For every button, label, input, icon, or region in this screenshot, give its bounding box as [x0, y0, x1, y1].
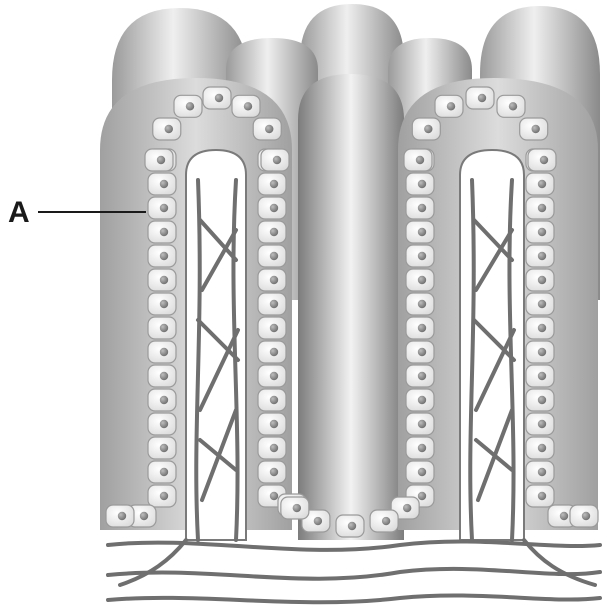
cell-nucleus: [160, 204, 168, 212]
cell-nucleus: [270, 324, 278, 332]
cell-nucleus: [160, 252, 168, 260]
cell-nucleus: [160, 420, 168, 428]
cell-nucleus: [270, 204, 278, 212]
cell-nucleus: [165, 125, 173, 133]
cell-nucleus: [160, 276, 168, 284]
central-villus: [298, 74, 404, 540]
cell-nucleus: [348, 522, 356, 530]
cell-nucleus: [293, 504, 301, 512]
cell-nucleus: [418, 468, 426, 476]
cell-nucleus: [509, 102, 517, 110]
cell-nucleus: [160, 468, 168, 476]
cell-nucleus: [403, 504, 411, 512]
cell-nucleus: [418, 420, 426, 428]
submucosa-vessel: [108, 595, 600, 602]
cell-nucleus: [538, 300, 546, 308]
cell-nucleus: [418, 348, 426, 356]
cell-nucleus: [538, 492, 546, 500]
cell-nucleus: [186, 102, 194, 110]
cell-nucleus: [244, 102, 252, 110]
cell-nucleus: [538, 468, 546, 476]
cell-nucleus: [531, 125, 539, 133]
cell-nucleus: [270, 276, 278, 284]
cell-nucleus: [118, 512, 126, 520]
cell-nucleus: [140, 512, 148, 520]
cell-nucleus: [538, 204, 546, 212]
cell-nucleus: [418, 228, 426, 236]
cell-nucleus: [560, 512, 568, 520]
cell-nucleus: [160, 180, 168, 188]
cell-nucleus: [424, 125, 432, 133]
cell-nucleus: [418, 180, 426, 188]
cell-nucleus: [418, 300, 426, 308]
cell-nucleus: [160, 348, 168, 356]
cell-nucleus: [270, 420, 278, 428]
submucosa-vessel: [108, 569, 600, 579]
cell-nucleus: [538, 396, 546, 404]
cell-nucleus: [160, 444, 168, 452]
cell-nucleus: [270, 492, 278, 500]
cell-nucleus: [418, 252, 426, 260]
cell-nucleus: [314, 517, 322, 525]
cell-nucleus: [418, 276, 426, 284]
cell-nucleus: [538, 276, 546, 284]
cell-nucleus: [538, 444, 546, 452]
cell-nucleus: [538, 228, 546, 236]
cell-nucleus: [270, 300, 278, 308]
cell-nucleus: [215, 94, 223, 102]
cell-nucleus: [538, 180, 546, 188]
cell-nucleus: [538, 372, 546, 380]
cell-nucleus: [270, 444, 278, 452]
cell-nucleus: [418, 492, 426, 500]
cell-nucleus: [416, 156, 424, 164]
cell-nucleus: [160, 300, 168, 308]
cell-nucleus: [265, 125, 273, 133]
cell-nucleus: [418, 204, 426, 212]
cell-nucleus: [160, 228, 168, 236]
cell-nucleus: [418, 324, 426, 332]
cell-nucleus: [538, 252, 546, 260]
cell-nucleus: [382, 517, 390, 525]
cell-nucleus: [160, 324, 168, 332]
cell-nucleus: [273, 156, 281, 164]
cell-nucleus: [160, 492, 168, 500]
label-a: A: [8, 196, 30, 230]
cell-nucleus: [270, 372, 278, 380]
cell-nucleus: [418, 372, 426, 380]
cell-nucleus: [270, 396, 278, 404]
cell-nucleus: [540, 156, 548, 164]
cell-nucleus: [447, 102, 455, 110]
cell-nucleus: [538, 348, 546, 356]
cell-nucleus: [270, 180, 278, 188]
cell-nucleus: [160, 372, 168, 380]
cell-nucleus: [582, 512, 590, 520]
cell-nucleus: [538, 324, 546, 332]
cell-nucleus: [538, 420, 546, 428]
cell-nucleus: [270, 252, 278, 260]
cell-nucleus: [270, 348, 278, 356]
cell-nucleus: [270, 468, 278, 476]
cell-nucleus: [270, 228, 278, 236]
cell-nucleus: [418, 444, 426, 452]
cell-nucleus: [478, 94, 486, 102]
cell-nucleus: [157, 156, 165, 164]
cell-nucleus: [160, 396, 168, 404]
cell-nucleus: [418, 396, 426, 404]
